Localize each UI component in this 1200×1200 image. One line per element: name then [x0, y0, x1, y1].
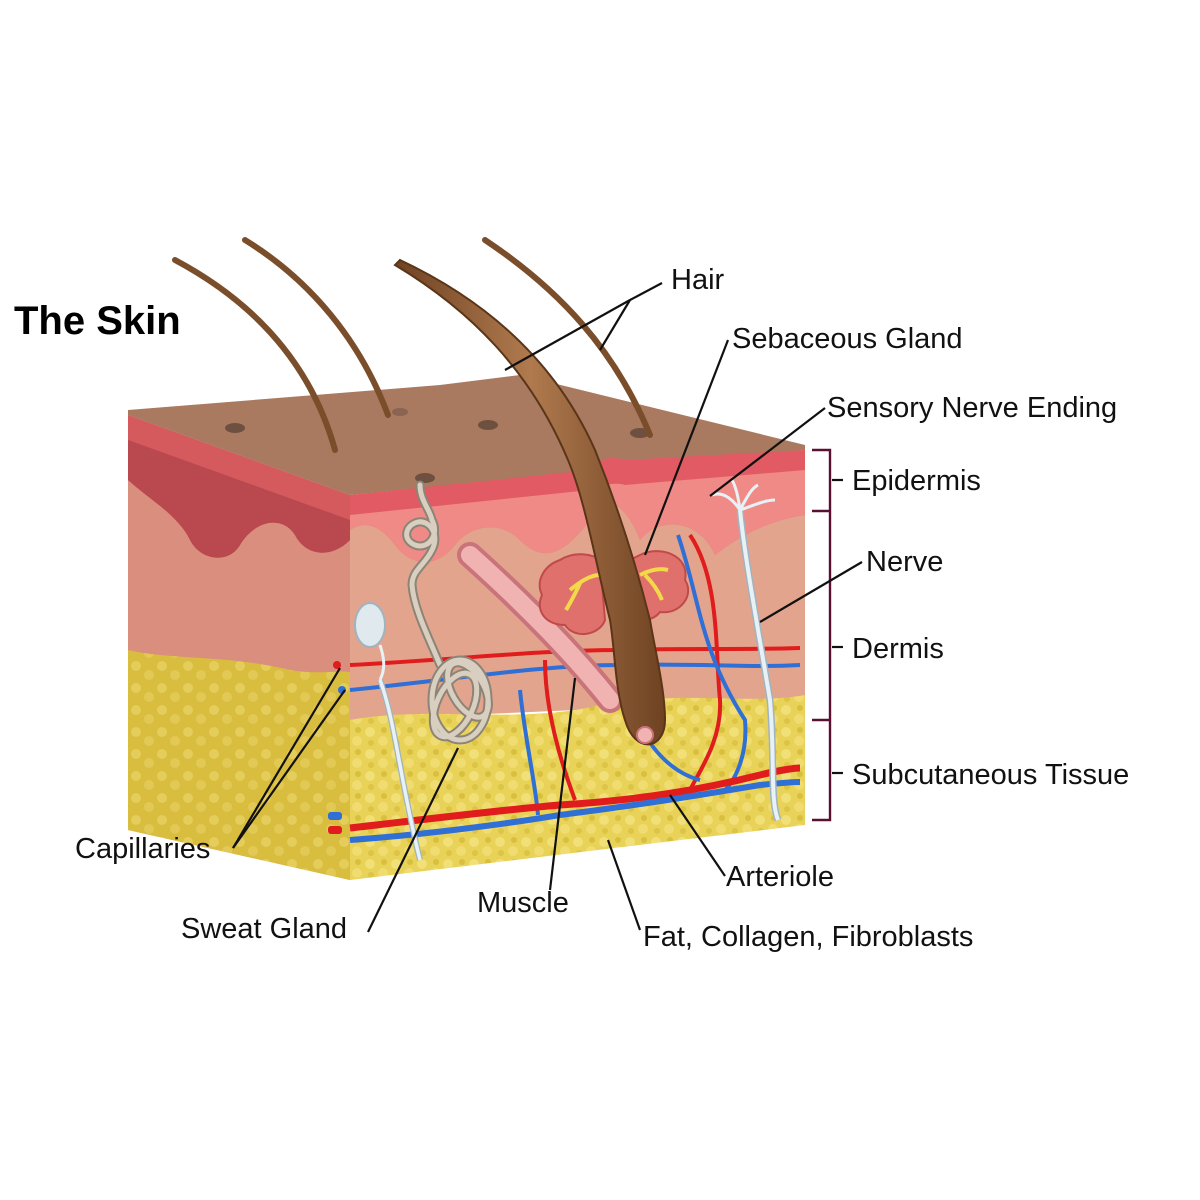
diagram-title: The Skin: [14, 299, 181, 343]
block-side-face: [128, 415, 350, 880]
label-epidermis: Epidermis: [852, 465, 981, 497]
fat-leader: [608, 840, 640, 930]
label-capillaries: Capillaries: [75, 833, 210, 865]
label-nerve: Nerve: [866, 546, 943, 578]
label-fat-collagen-fibroblasts: Fat, Collagen, Fibroblasts: [643, 921, 973, 953]
pacinian-corpuscle: [355, 603, 385, 647]
label-arteriole: Arteriole: [726, 861, 834, 893]
hair-leader: [505, 283, 662, 370]
label-dermis: Dermis: [852, 633, 944, 665]
label-sensory-nerve-ending: Sensory Nerve Ending: [827, 392, 1117, 424]
label-hair: Hair: [671, 264, 725, 296]
label-subcutaneous-tissue: Subcutaneous Tissue: [852, 759, 1129, 791]
label-muscle: Muscle: [477, 887, 569, 919]
label-sebaceous-gland: Sebaceous Gland: [732, 323, 963, 355]
label-sweat-gland: Sweat Gland: [181, 913, 347, 945]
layer-bracket: [812, 450, 843, 820]
